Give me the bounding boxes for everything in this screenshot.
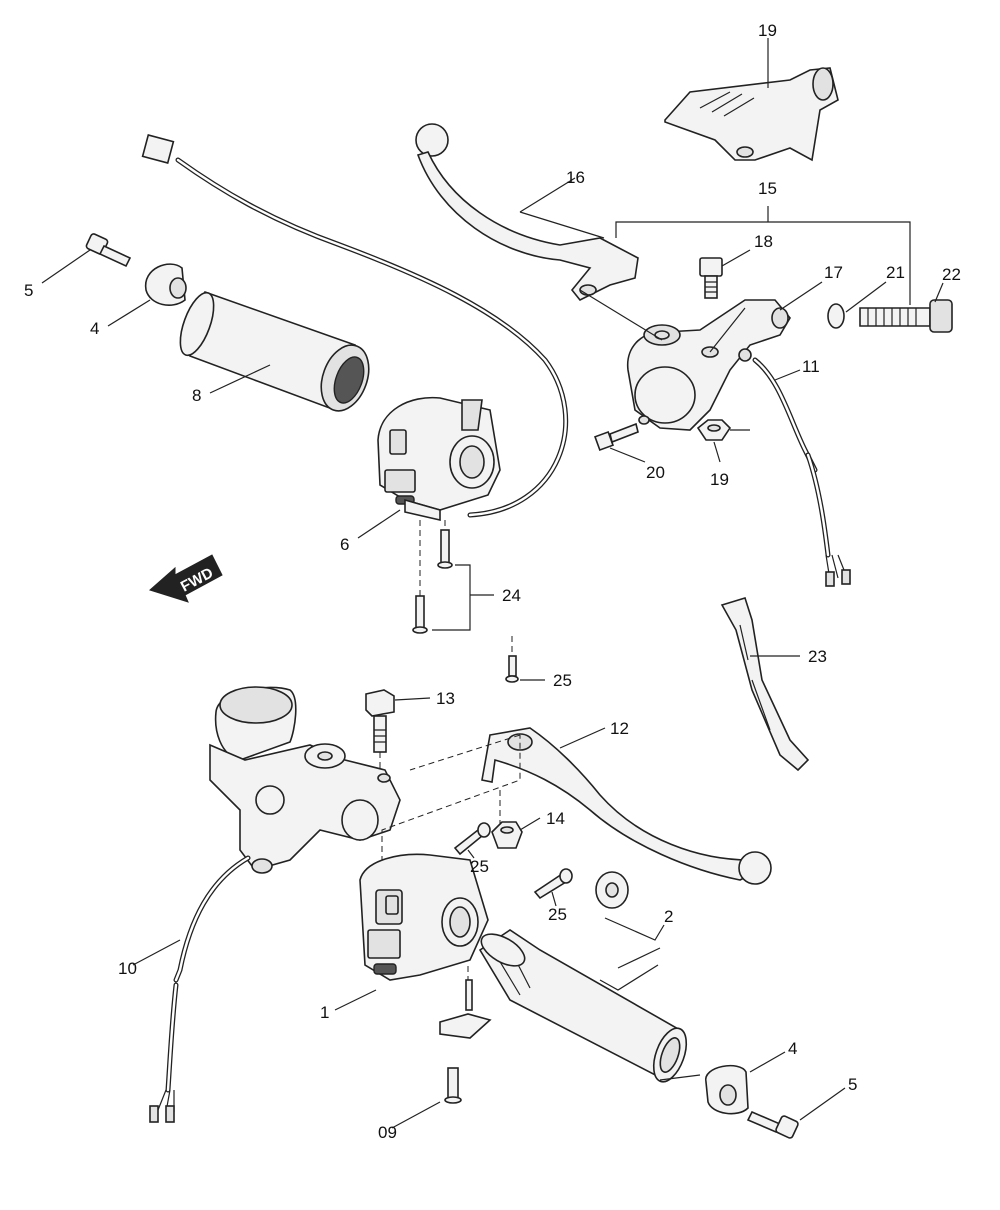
callout-2: 2 — [664, 907, 673, 926]
callout-6: 6 — [340, 535, 349, 554]
brake-lever-10 — [481, 727, 772, 885]
callout-9: 10 — [118, 959, 137, 978]
clutch-lever-part — [415, 123, 639, 302]
screws-23 — [412, 520, 471, 634]
callout-20: 22 — [942, 265, 961, 284]
left-switch-6 — [377, 396, 501, 522]
washer-part — [595, 871, 629, 909]
callout-11: 13 — [436, 689, 455, 708]
screw-5-upper — [85, 233, 132, 268]
callout-4-upper: 4 — [90, 319, 99, 338]
callout-4-lower: 4 — [788, 1039, 797, 1058]
screw-5-lower — [746, 1110, 799, 1139]
cable-band-22 — [720, 597, 810, 772]
callout-8: 09 — [378, 1123, 397, 1142]
bolt-11 — [365, 689, 395, 770]
callout-15: 17 — [824, 263, 843, 282]
bolt-16 — [699, 257, 723, 299]
callout-7: 8 — [192, 386, 201, 405]
callout-16: 18 — [754, 232, 773, 251]
throttle-grip-2 — [478, 929, 701, 1083]
callout-14: 16 — [566, 168, 585, 187]
callout-1: 1 — [320, 1003, 329, 1022]
callout-25-right: 25 — [548, 905, 567, 924]
grip-7 — [179, 290, 370, 412]
leader-lines — [41, 38, 944, 1129]
nut-17 — [696, 419, 732, 441]
fwd-arrow: FWD — [149, 554, 223, 603]
callout-25-left: 25 — [470, 857, 489, 876]
callout-labels: 19 15 16 18 17 21 22 11 19 20 23 5 4 8 6… — [24, 21, 961, 1142]
screw-24 — [505, 636, 519, 683]
weight-4-lower — [705, 1064, 749, 1115]
callout-5-lower: 5 — [848, 1075, 857, 1094]
callout-13: 15 — [758, 179, 777, 198]
callout-24: 25 — [553, 671, 572, 690]
brake-switch-wire — [149, 855, 251, 1123]
lever-cover-part — [664, 67, 839, 162]
weight-4-upper — [144, 263, 187, 306]
adjuster-19-20 — [827, 299, 953, 333]
callout-09: 11 — [802, 357, 820, 376]
callout-19: 21 — [886, 263, 905, 282]
callout-21: 19 — [758, 21, 777, 40]
callout-22: 23 — [808, 647, 827, 666]
lever-holder-part — [627, 299, 791, 431]
screw-8 — [439, 966, 492, 1104]
master-cylinder — [209, 686, 401, 874]
callout-18: 20 — [646, 463, 665, 482]
callout-12: 14 — [546, 809, 565, 828]
callout-23: 24 — [502, 586, 521, 605]
callout-10: 12 — [610, 719, 629, 738]
bolt-18 — [594, 415, 650, 451]
right-switch-1 — [359, 853, 489, 981]
clutch-switch-wire — [752, 357, 851, 587]
screws-25 — [453, 822, 573, 900]
nut-12 — [491, 821, 523, 849]
handlebar-switch-wire — [141, 134, 569, 518]
callout-5-upper: 5 — [24, 281, 33, 300]
callout-17: 19 — [710, 470, 729, 489]
